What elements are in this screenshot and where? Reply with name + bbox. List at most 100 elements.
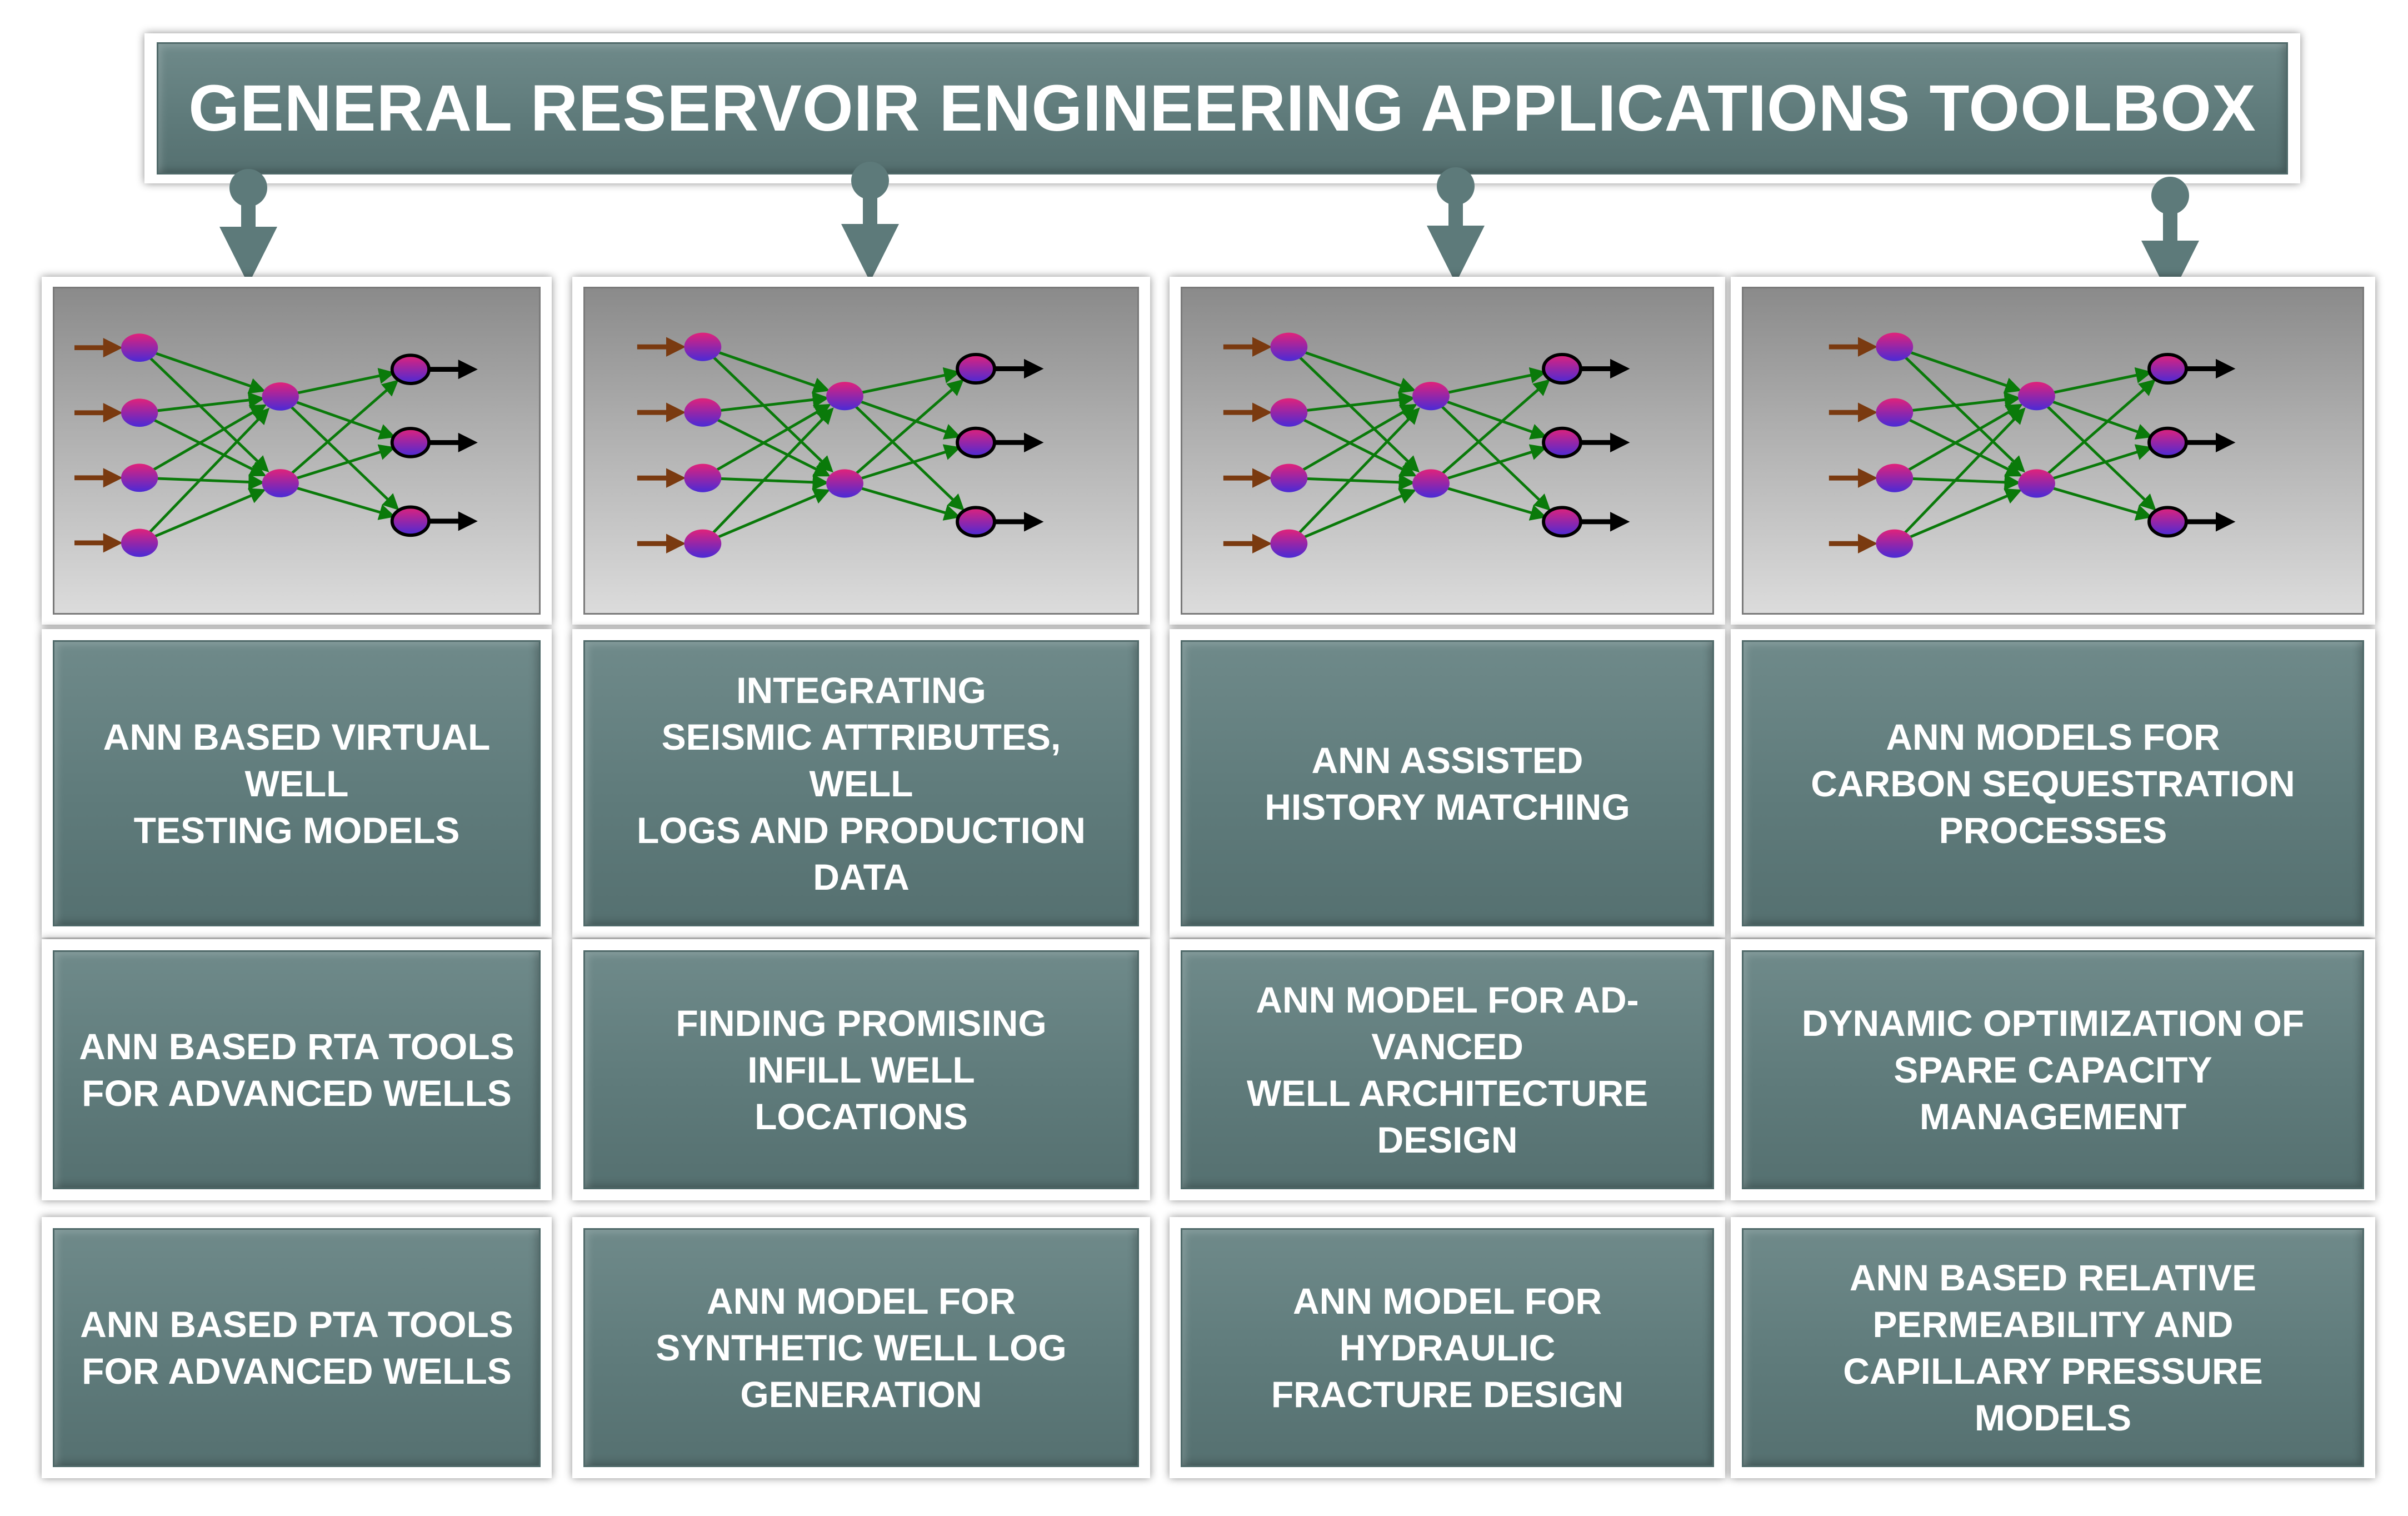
network-edge xyxy=(1430,395,1547,440)
input-node xyxy=(1270,332,1308,361)
input-node xyxy=(1876,398,1914,427)
network-edge xyxy=(279,395,396,440)
connector-1 xyxy=(219,169,277,285)
page-title: GENERAL RESERVOIR ENGINEERING APPLICATIO… xyxy=(188,72,2256,145)
card: FINDING PROMISING INFILL WELL LOCATIONS xyxy=(583,950,1139,1189)
card: INTEGRATING SEISMIC ATTRIBUTES, WELL LOG… xyxy=(583,640,1139,926)
card: ANN MODEL FOR SYNTHETIC WELL LOG GENERAT… xyxy=(583,1228,1139,1467)
card-frame: ANN ASSISTED HISTORY MATCHING xyxy=(1170,629,1725,937)
card-label: ANN ASSISTED HISTORY MATCHING xyxy=(1265,739,1630,827)
neural-network-icon xyxy=(74,333,478,557)
network-image-3 xyxy=(1170,277,1725,625)
network-edge xyxy=(139,346,266,394)
output-node xyxy=(1542,352,1582,385)
card-label: ANN MODEL FOR HYDRAULIC FRACTURE DESIGN xyxy=(1271,1280,1624,1415)
network-edge xyxy=(138,346,269,472)
network-edge xyxy=(2036,482,2153,521)
hidden-node xyxy=(2018,382,2055,411)
input-node xyxy=(1876,463,1914,492)
network-edge xyxy=(843,395,965,511)
input-node xyxy=(1270,463,1308,492)
connectors xyxy=(219,162,2199,298)
output-node xyxy=(956,506,996,538)
network-edge xyxy=(1288,345,1416,393)
input-node xyxy=(684,398,722,427)
network-edge xyxy=(138,411,267,476)
card: ANN ASSISTED HISTORY MATCHING xyxy=(1181,640,1714,926)
network-edge xyxy=(2036,367,2152,398)
network-edge xyxy=(279,380,399,485)
network-edge xyxy=(2035,395,2156,511)
network-edge xyxy=(139,488,266,545)
network-edge xyxy=(844,482,961,521)
card-label: ANN BASED RELATIVE PERMEABILITY AND CAPI… xyxy=(1843,1257,2263,1438)
output-node xyxy=(2147,352,2188,385)
network-edge xyxy=(1288,346,1420,473)
card-frame: ANN MODEL FOR SYNTHETIC WELL LOG GENERAT… xyxy=(572,1217,1150,1478)
network-edge xyxy=(1288,407,1420,545)
input-node xyxy=(121,528,158,557)
network-edge xyxy=(844,395,961,440)
card-frame: ANN MODEL FOR AD- VANCED WELL ARCHITECTU… xyxy=(1170,939,1725,1200)
network-edge xyxy=(844,444,961,485)
network-edge xyxy=(1288,403,1417,480)
card-label: DYNAMIC OPTIMIZATION OF SPARE CAPACITY M… xyxy=(1801,1003,2305,1137)
title-banner: GENERAL RESERVOIR ENGINEERING APPLICATIO… xyxy=(144,33,2300,183)
card-label: ANN MODEL FOR AD- VANCED WELL ARCHITECTU… xyxy=(1246,979,1648,1160)
card: ANN BASED VIRTUAL WELL TESTING MODELS xyxy=(53,640,541,926)
network-edge xyxy=(1288,488,1417,545)
neural-network-icon xyxy=(1829,332,2236,558)
card-label: ANN MODELS FOR CARBON SEQUESTRATION PROC… xyxy=(1811,716,2295,851)
network-edge xyxy=(1430,379,1551,485)
card-label: ANN MODEL FOR SYNTHETIC WELL LOG GENERAT… xyxy=(656,1280,1067,1415)
output-node xyxy=(1542,426,1582,458)
input-node xyxy=(1876,332,1914,361)
card-frame: ANN MODELS FOR CARBON SEQUESTRATION PROC… xyxy=(1731,629,2375,937)
network-edge xyxy=(702,411,831,477)
card-label: ANN BASED RTA TOOLS FOR ADVANCED WELLS xyxy=(79,1026,514,1114)
card-frame: ANN BASED RELATIVE PERMEABILITY AND CAPI… xyxy=(1731,1217,2375,1478)
hidden-node xyxy=(2018,469,2055,498)
network-edge xyxy=(2036,395,2153,440)
network-edge xyxy=(2035,379,2156,485)
card: ANN BASED RELATIVE PERMEABILITY AND CAPI… xyxy=(1742,1228,2364,1467)
card-frame: ANN BASED RTA TOOLS FOR ADVANCED WELLS xyxy=(42,939,552,1200)
output-node xyxy=(390,353,431,385)
network-edge xyxy=(1894,488,2022,545)
network-edge xyxy=(1430,482,1547,521)
input-node xyxy=(121,333,158,362)
network-edge xyxy=(702,407,834,545)
output-node xyxy=(2147,426,2188,458)
hidden-node xyxy=(826,469,863,498)
card-frame: INTEGRATING SEISMIC ATTRIBUTES, WELL LOG… xyxy=(572,629,1150,937)
hidden-node xyxy=(262,469,299,497)
network-image-4 xyxy=(1731,277,2375,625)
network-edge xyxy=(138,407,270,544)
hidden-node xyxy=(1412,382,1450,411)
network-edge xyxy=(702,346,833,473)
input-node xyxy=(684,463,722,492)
network-edge xyxy=(280,482,396,520)
neural-network-icon xyxy=(637,332,1044,558)
card-frame: DYNAMIC OPTIMIZATION OF SPARE CAPACITY M… xyxy=(1731,939,2375,1200)
network-edge xyxy=(280,368,396,398)
input-node xyxy=(121,463,158,492)
title-panel: GENERAL RESERVOIR ENGINEERING APPLICATIO… xyxy=(157,42,2288,174)
network-edge xyxy=(1288,391,1416,414)
card: DYNAMIC OPTIMIZATION OF SPARE CAPACITY M… xyxy=(1742,950,2364,1189)
connector-2 xyxy=(841,162,899,282)
network-edge xyxy=(1430,367,1547,398)
output-node xyxy=(956,426,996,458)
input-node xyxy=(1270,398,1308,427)
card: ANN MODEL FOR HYDRAULIC FRACTURE DESIGN xyxy=(1181,1228,1714,1467)
card: ANN BASED PTA TOOLS FOR ADVANCED WELLS xyxy=(53,1228,541,1467)
connector-4 xyxy=(2141,177,2199,298)
network-edge xyxy=(702,391,830,414)
network-edge xyxy=(844,367,961,398)
output-node xyxy=(956,352,996,385)
network-image-1 xyxy=(42,277,552,625)
card-label: FINDING PROMISING INFILL WELL LOCATIONS xyxy=(676,1003,1047,1137)
network-edge xyxy=(702,488,831,545)
card-label: INTEGRATING SEISMIC ATTRIBUTES, WELL LOG… xyxy=(637,669,1086,897)
network-edge xyxy=(1430,444,1547,485)
